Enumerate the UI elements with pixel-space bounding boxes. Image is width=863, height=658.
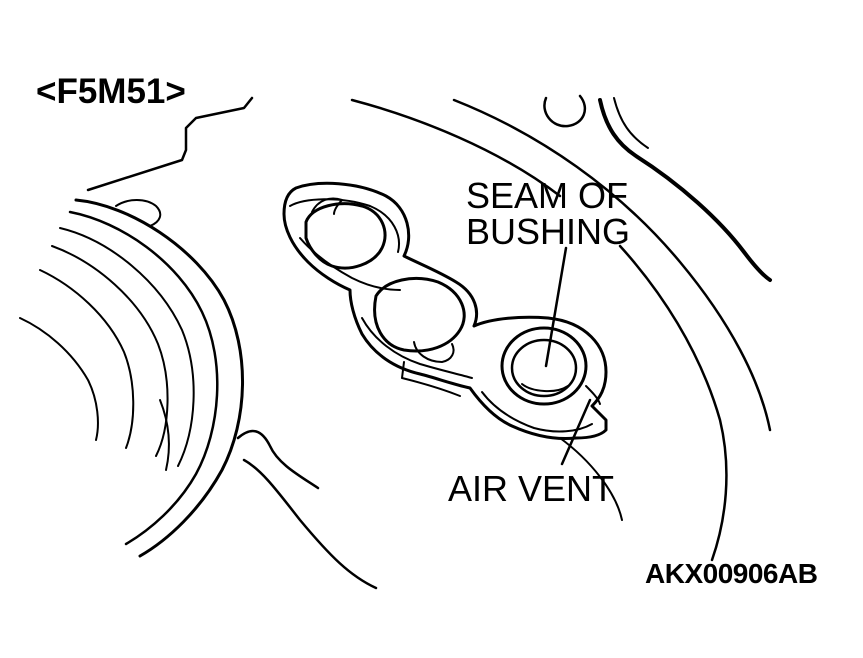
seam-label-line-1: SEAM OF — [466, 175, 629, 216]
air-vent-leader-line — [560, 398, 592, 466]
case-outer-arc — [350, 98, 562, 198]
case-rib-lower — [242, 458, 378, 590]
seam-label-line-2: BUSHING — [466, 211, 631, 252]
seam-leader-line — [544, 246, 568, 368]
large-bore — [19, 198, 244, 558]
bushing-hole-1 — [304, 197, 387, 270]
figure-code-label: AKX00906AB — [645, 558, 818, 589]
case-thick-edge-inner — [613, 97, 649, 149]
case-rib — [236, 429, 320, 490]
case-far-right-arc — [618, 244, 728, 562]
case-flange-top-edge — [86, 96, 254, 192]
top-right-hole — [543, 94, 587, 128]
air-vent-label: AIR VENT — [448, 468, 615, 509]
bushing-hole-3 — [500, 326, 601, 406]
bushing-hole-2 — [373, 277, 466, 363]
model-label: <F5M51> — [36, 72, 186, 111]
case-thick-edge — [598, 98, 772, 282]
case-inner-arc — [452, 98, 772, 432]
seam-of-bushing-label: SEAM OF BUSHING — [466, 178, 630, 250]
